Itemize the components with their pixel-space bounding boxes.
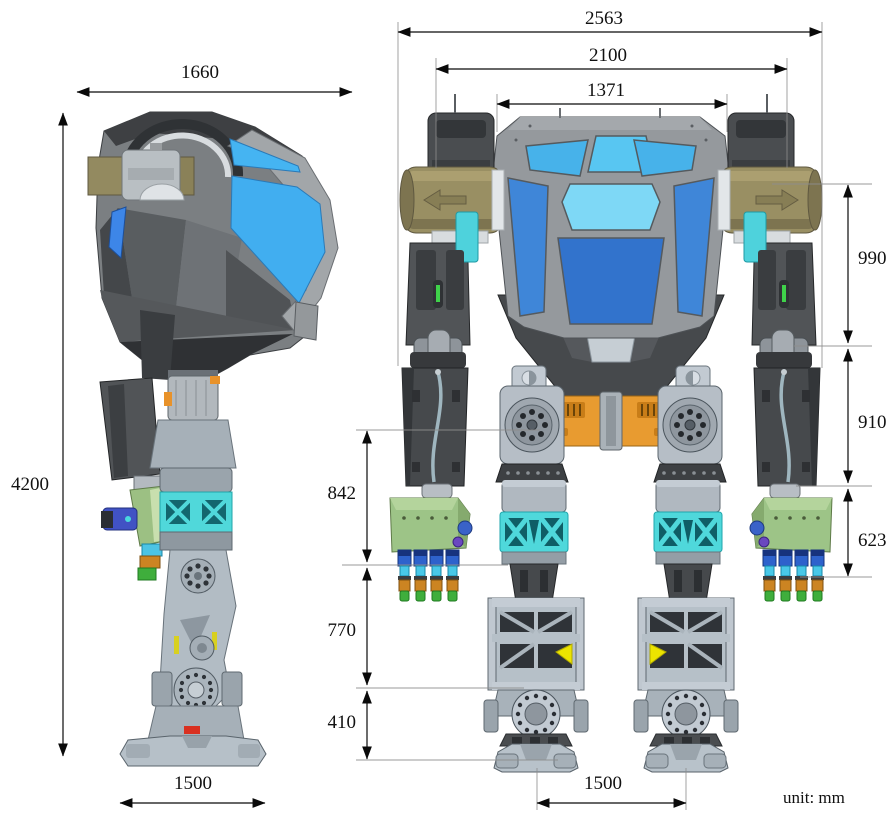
dim-label-ankle-to-ground: 410 xyxy=(328,712,357,733)
dim-label-shoulder-to-elbow: 990 xyxy=(858,248,887,269)
side-hip-cyan-band xyxy=(159,491,233,533)
dim-label-hand-length: 623 xyxy=(858,530,887,551)
window-center xyxy=(561,183,661,231)
window-top-right xyxy=(633,139,697,177)
dim-label-overall-width: 2563 xyxy=(585,8,623,29)
side-window-main xyxy=(230,175,326,304)
dim-label-knee-to-ankle: 770 xyxy=(328,620,357,641)
dim-label-hip-to-knee: 842 xyxy=(328,483,357,504)
side-view-robot xyxy=(87,111,339,767)
dim-label-shoulder-width: 2100 xyxy=(589,45,627,66)
dim-label-cockpit-width: 1371 xyxy=(587,80,625,101)
dim-label-overall-height: 4200 xyxy=(11,474,49,495)
cockpit-head xyxy=(492,108,730,339)
dimension-annotations: 1660 4200 1500 2563 2100 1371 990 910 62… xyxy=(11,8,887,808)
side-window-strip xyxy=(229,138,301,173)
side-foot xyxy=(119,735,267,767)
dim-label-side-top-width: 1660 xyxy=(181,62,219,83)
front-view-robot xyxy=(388,92,834,772)
window-top-left xyxy=(525,139,589,177)
window-side-left xyxy=(507,177,549,317)
window-side-right xyxy=(673,177,715,317)
dim-label-elbow-to-wrist: 910 xyxy=(858,412,887,433)
window-bottom xyxy=(557,237,665,325)
pelvis xyxy=(547,391,675,451)
dim-label-foot-spacing: 1500 xyxy=(584,773,622,794)
side-blue-fin xyxy=(108,206,127,260)
dim-label-side-foot-length: 1500 xyxy=(174,773,212,794)
unit-label: unit: mm xyxy=(783,788,845,807)
